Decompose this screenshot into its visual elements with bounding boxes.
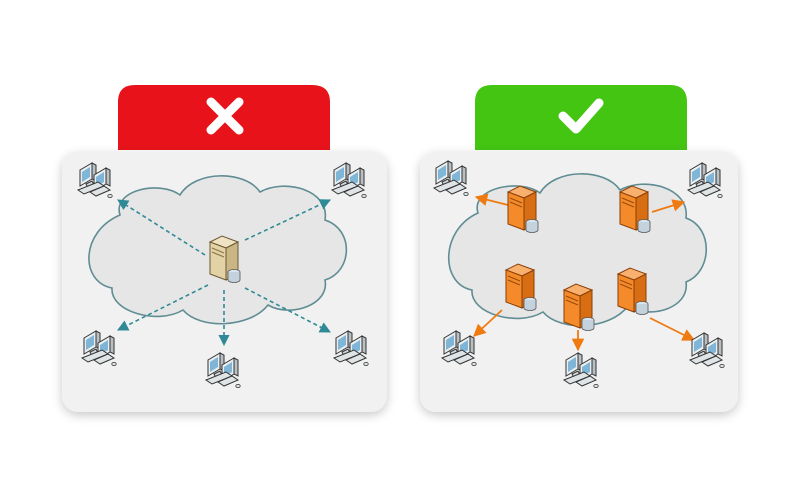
server-icon bbox=[505, 263, 537, 312]
cross-icon bbox=[206, 97, 244, 135]
distributed-panel bbox=[420, 85, 738, 412]
server-icon bbox=[507, 185, 539, 234]
server-icon bbox=[619, 185, 651, 234]
centralized-panel bbox=[62, 85, 387, 412]
arrow-to-bottom-right-client bbox=[244, 287, 331, 333]
arrow-to-bottom-right-client bbox=[649, 317, 696, 341]
arrow-to-top-right-client bbox=[244, 199, 332, 241]
server-icon bbox=[617, 267, 649, 316]
server-icon bbox=[563, 283, 595, 332]
arrow-to-top-left-client bbox=[474, 193, 509, 206]
distributed-connections bbox=[473, 193, 696, 352]
arrow-to-top-left-client bbox=[117, 199, 206, 256]
arrow-to-bottom-left-client bbox=[473, 309, 503, 337]
arrow-to-bottom-left-client bbox=[116, 284, 209, 331]
arrow-to-top-right-client bbox=[651, 199, 686, 213]
check-icon bbox=[558, 98, 604, 134]
server-icon bbox=[209, 235, 241, 284]
centralized-connections bbox=[116, 199, 332, 347]
